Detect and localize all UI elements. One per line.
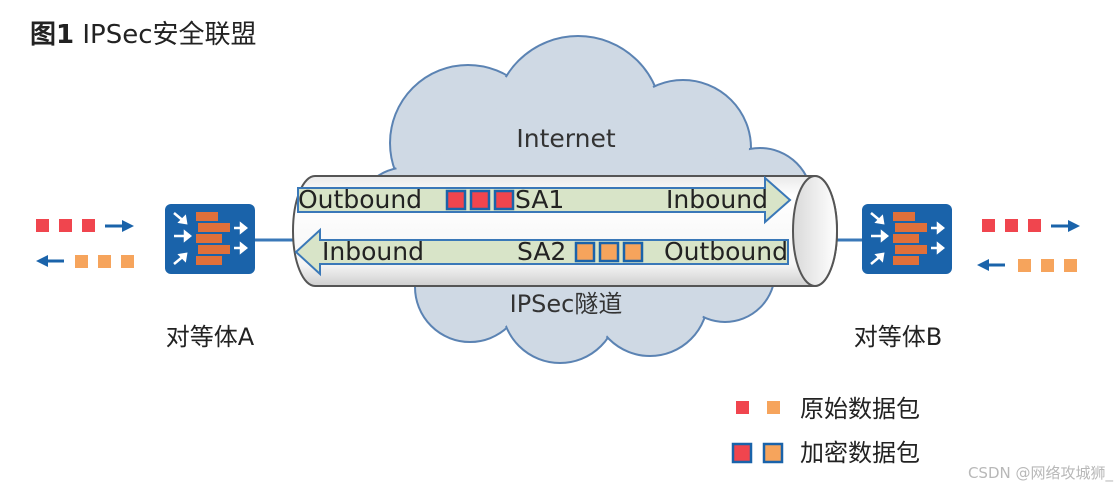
sa1-outbound-label: Outbound <box>298 185 422 214</box>
sa1-name: SA1 <box>515 185 564 214</box>
peer-b-incoming-packets <box>982 219 1080 232</box>
firewall-a-icon <box>165 204 255 274</box>
sa2-outbound-label: Outbound <box>664 237 788 266</box>
firewall-b-icon <box>862 204 952 274</box>
watermark: CSDN @网络攻城狮_ <box>968 462 1113 483</box>
legend-original-swatch <box>736 401 780 414</box>
legend-encrypted-label: 加密数据包 <box>800 439 920 467</box>
sa2-inbound-label: Inbound <box>322 237 424 266</box>
peer-a-outgoing-packets <box>36 219 134 232</box>
peer-b-outgoing-packets <box>977 259 1077 272</box>
sa1-encrypted-packets <box>447 191 513 209</box>
peer-a-label: 对等体A <box>166 323 255 351</box>
legend-encrypted-swatch <box>733 444 782 462</box>
legend: 原始数据包 加密数据包 <box>733 395 920 467</box>
internet-label: Internet <box>516 124 615 153</box>
ipsec-tunnel-label: IPSec隧道 <box>510 290 623 318</box>
peer-b-label: 对等体B <box>854 323 942 351</box>
peer-a-incoming-packets <box>36 255 134 268</box>
sa2-name: SA2 <box>517 237 566 266</box>
sa1-inbound-label: Inbound <box>666 185 768 214</box>
legend-original-label: 原始数据包 <box>800 395 920 423</box>
sa2-encrypted-packets <box>576 243 642 261</box>
